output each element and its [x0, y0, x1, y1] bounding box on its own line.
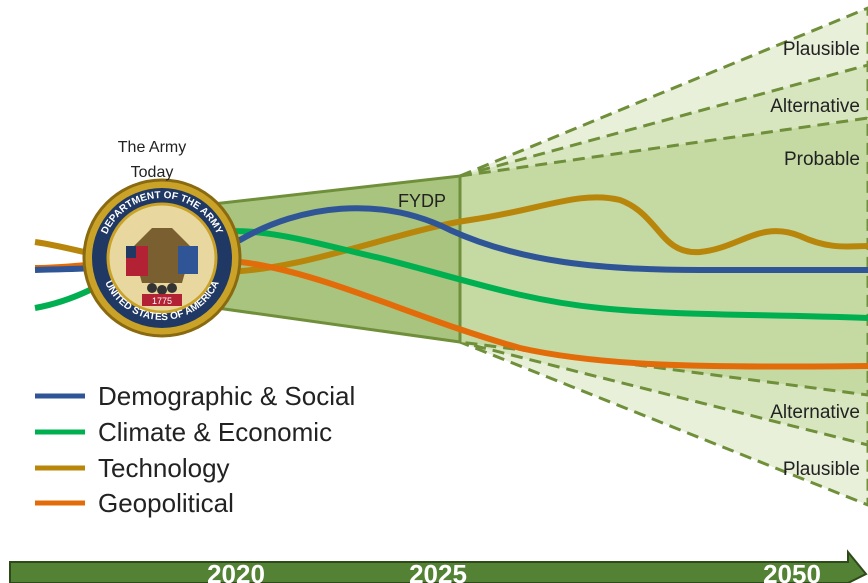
seal-year: 1775 — [152, 296, 172, 306]
caption-line2: Today — [131, 164, 174, 181]
army-seal: 1775 DEPARTMENT OF THE ARMY UNITED STATE… — [82, 178, 242, 338]
timeline-arrow: 2020 2025 2050 — [9, 549, 868, 583]
probable-cone — [458, 116, 868, 397]
year-2050: 2050 — [763, 559, 821, 583]
legend-label-demographic: Demographic & Social — [98, 381, 355, 411]
year-2025: 2025 — [409, 559, 467, 583]
legend-label-technology: Technology — [98, 453, 230, 483]
plausible-top-label: Plausible — [783, 39, 860, 60]
plausible-bottom-label: Plausible — [783, 459, 860, 480]
alternative-top-label: Alternative — [770, 96, 860, 117]
year-2020: 2020 — [207, 559, 265, 583]
legend: Demographic & Social Climate & Economic … — [35, 381, 355, 518]
caption-line1: The Army — [118, 139, 186, 156]
probable-label: Probable — [784, 149, 860, 170]
legend-label-climate: Climate & Economic — [98, 417, 332, 447]
alternative-bottom-label: Alternative — [770, 402, 860, 423]
fydp-label: FYDP — [398, 191, 446, 211]
legend-label-geopolitical: Geopolitical — [98, 488, 234, 518]
